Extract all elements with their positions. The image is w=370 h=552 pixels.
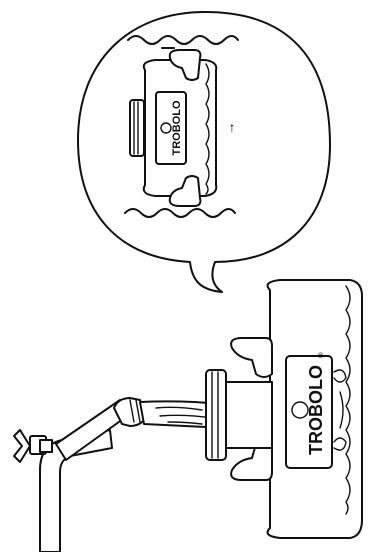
brand-label-small: TROBOLO	[171, 100, 183, 155]
brand-label-large: TROBOLO	[306, 365, 326, 455]
canister-large: TROBOLO ®	[205, 279, 363, 539]
direction-arrow-icon: ↑	[229, 119, 236, 135]
trademark-symbol: ®	[318, 352, 324, 360]
canister-small: TROBOLO ↑	[129, 49, 236, 207]
shake-lines	[124, 35, 239, 218]
faucet	[13, 397, 147, 552]
